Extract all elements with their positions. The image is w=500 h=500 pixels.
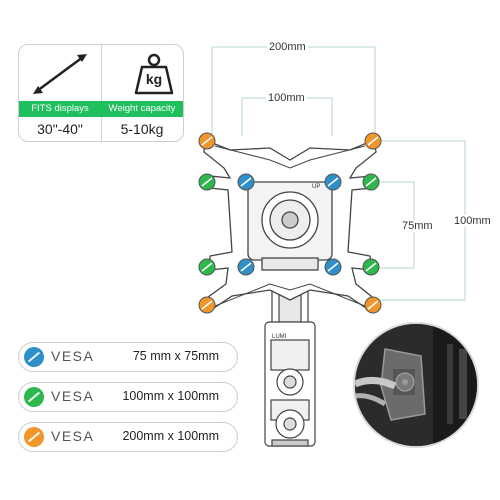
- spec-band: [19, 101, 183, 117]
- legend-prefix: VESA: [51, 428, 95, 444]
- legend-item-75: VESA 75 mm x 75mm: [18, 342, 238, 372]
- green-screw-icon: [24, 387, 44, 407]
- legend-prefix: VESA: [51, 388, 95, 404]
- fits-displays-label: FITS displays: [31, 103, 89, 114]
- base-label: LUMI: [272, 334, 287, 340]
- legend-size: 100mm x 100mm: [122, 389, 219, 403]
- dim-top-outer: 200mm: [267, 41, 308, 53]
- fits-displays-value: 30"-40": [37, 121, 83, 137]
- dim-right-outer: 100mm: [452, 215, 493, 227]
- weight-capacity-value: 5-10kg: [120, 121, 164, 137]
- blue-screw-icon: [24, 347, 44, 367]
- legend-size: 200mm x 100mm: [122, 429, 219, 443]
- screw-slots: [201, 136, 379, 310]
- weight-icon-label: kg: [145, 71, 163, 87]
- dim-right-inner: 75mm: [400, 220, 435, 232]
- weight-capacity-label: Weight capacity: [108, 103, 176, 114]
- orange-screw-icon: [24, 427, 44, 447]
- legend-prefix: VESA: [51, 348, 95, 364]
- legend-item-100: VESA 100mm x 100mm: [18, 382, 238, 412]
- plate-up-label: UP: [312, 184, 320, 190]
- legend-size: 75 mm x 75mm: [132, 349, 219, 363]
- spec-card: kg FITS displays Weight capacity 30"-40"…: [18, 44, 184, 142]
- dim-top-inner: 100mm: [266, 92, 307, 104]
- mount-arm: [264, 285, 316, 447]
- legend-item-200: VESA 200mm x 100mm: [18, 422, 238, 452]
- mounted-plate-photo: [353, 322, 479, 448]
- diagonal-size-icon: [33, 54, 87, 94]
- spec-divider: [101, 45, 102, 141]
- vesa-plate: [203, 139, 377, 314]
- weight-icon: kg: [134, 51, 174, 97]
